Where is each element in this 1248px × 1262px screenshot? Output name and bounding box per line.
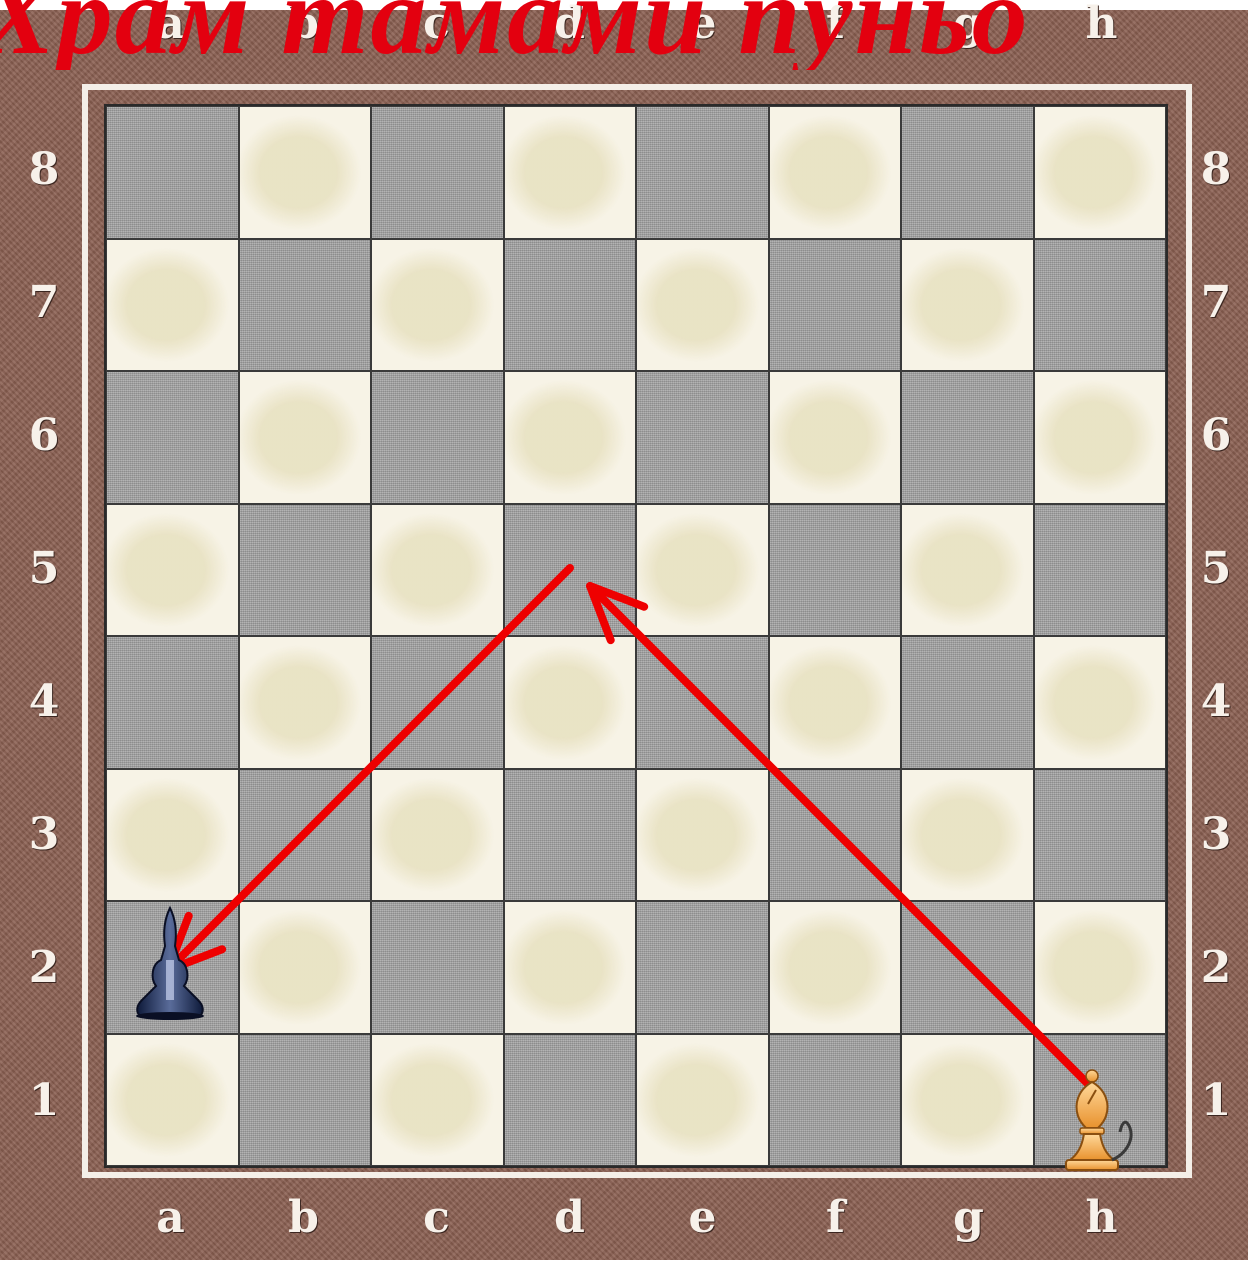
arrow-shaft xyxy=(590,586,1088,1084)
title-text: Храм тамами пуньо xyxy=(0,0,1248,70)
move-arrow-h1-d5 xyxy=(590,586,1088,1084)
arrow-shaft xyxy=(168,568,570,970)
white-bishop-icon xyxy=(1066,1070,1131,1170)
move-arrow-d5-a2 xyxy=(168,568,570,970)
